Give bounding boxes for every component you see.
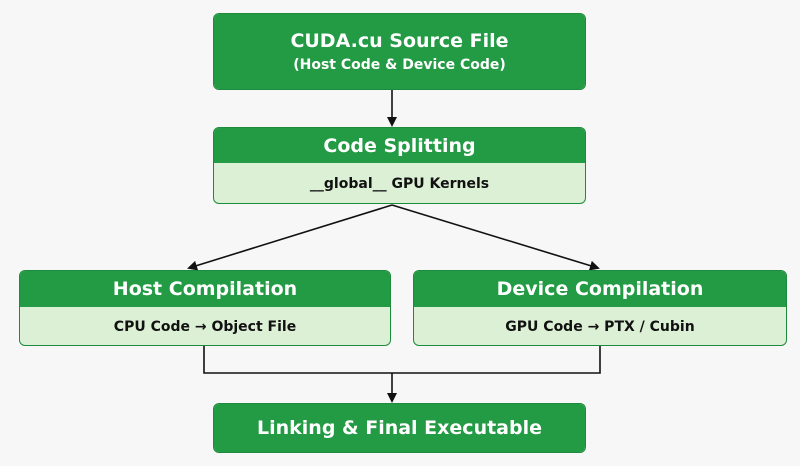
- source-file-node: CUDA.cu Source File (Host Code & Device …: [213, 13, 586, 90]
- linking-node: Linking & Final Executable: [213, 403, 586, 453]
- host-compilation-node: Host Compilation CPU Code → Object File: [19, 270, 391, 346]
- code-splitting-detail: __global__ GPU Kernels: [309, 176, 490, 192]
- code-splitting-title: Code Splitting: [323, 134, 476, 157]
- arrow-splitting-to-host: [187, 204, 393, 271]
- code-splitting-body: __global__ GPU Kernels: [214, 163, 585, 203]
- host-compilation-title: Host Compilation: [112, 278, 298, 300]
- linking-title: Linking & Final Executable: [257, 417, 542, 439]
- device-compilation-title: Device Compilation: [496, 278, 704, 300]
- host-compilation-body: CPU Code → Object File: [20, 307, 390, 345]
- code-splitting-node: Code Splitting __global__ GPU Kernels: [213, 127, 586, 204]
- device-compilation-node: Device Compilation GPU Code → PTX / Cubi…: [413, 270, 787, 346]
- source-file-header: CUDA.cu Source File (Host Code & Device …: [214, 14, 585, 89]
- host-compilation-header: Host Compilation: [20, 271, 390, 307]
- source-file-title: CUDA.cu Source File: [290, 30, 509, 52]
- device-compilation-header: Device Compilation: [414, 271, 786, 307]
- host-compilation-detail: CPU Code → Object File: [113, 319, 297, 335]
- arrow-splitting-to-device: [391, 204, 600, 271]
- linking-header: Linking & Final Executable: [214, 404, 585, 452]
- device-compilation-body: GPU Code → PTX / Cubin: [414, 307, 786, 345]
- code-splitting-header: Code Splitting: [214, 128, 585, 163]
- device-compilation-detail: GPU Code → PTX / Cubin: [505, 319, 695, 335]
- merge-line-host-device: [203, 346, 601, 374]
- source-file-subtitle: (Host Code & Device Code): [293, 57, 506, 73]
